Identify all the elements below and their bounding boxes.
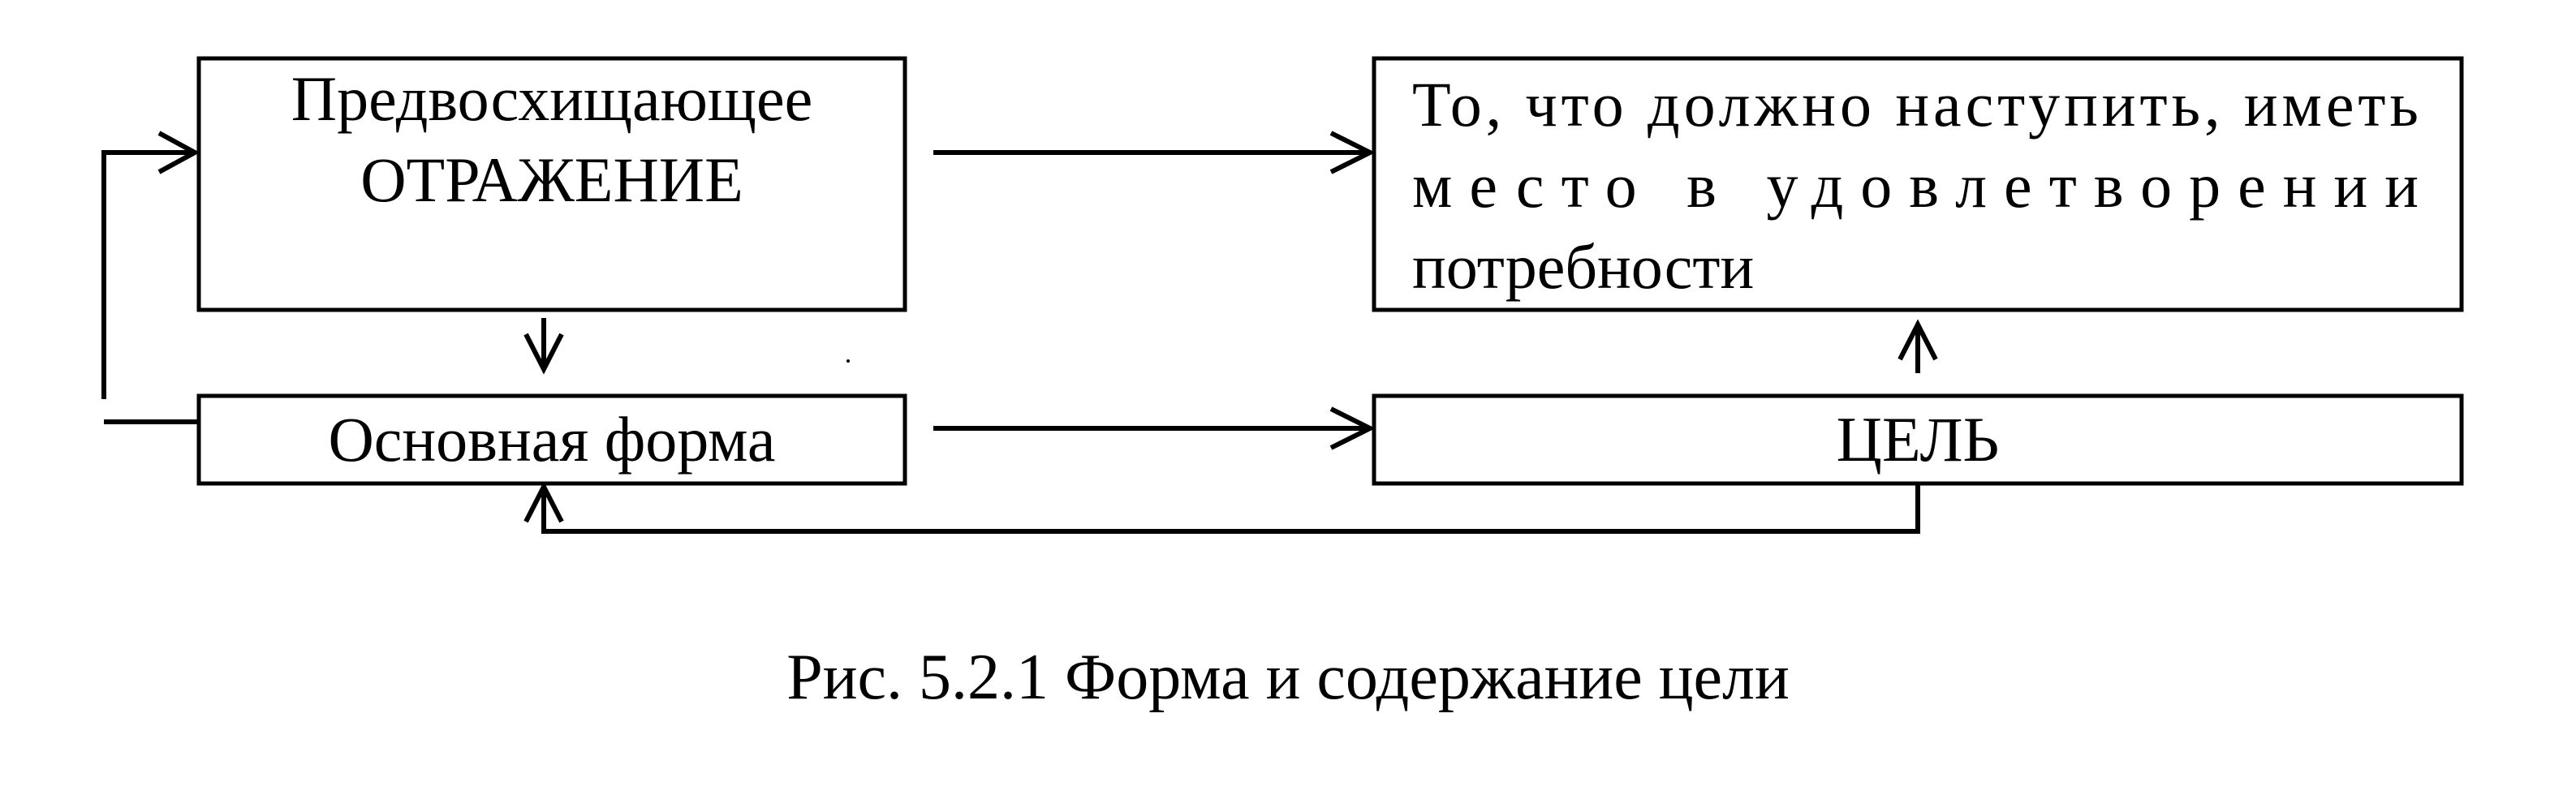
box-goal-label: ЦЕЛЬ — [1837, 404, 2000, 475]
box-basic-form: Основная форма — [196, 393, 907, 486]
box-need-satisfaction-line-2: место в удовлетворении — [1412, 150, 2419, 221]
box-basic-form-label: Основная форма — [328, 404, 775, 475]
scan-dot — [846, 359, 850, 363]
box-anticipatory-reflection-line-2: ОТРАЖЕНИЕ — [360, 144, 743, 215]
box-need-satisfaction-line-3: потребности — [1412, 231, 1754, 302]
arrow-goal-to-need — [1898, 319, 1938, 373]
arrow-goal-feedback-to-form — [523, 481, 1920, 534]
arrow-reflection-to-need — [933, 131, 1376, 174]
box-need-satisfaction: То, что должно наступить, иметь место в … — [1372, 56, 2464, 312]
box-anticipatory-reflection-line-1: Предвосхищающее — [291, 63, 812, 134]
arrow-form-to-goal — [933, 406, 1376, 450]
arrow-reflection-to-form — [523, 318, 564, 375]
arrow-left-loop-to-reflection — [101, 131, 200, 424]
box-anticipatory-reflection: Предвосхищающее ОТРАЖЕНИЕ — [196, 56, 907, 312]
figure-caption: Рис. 5.2.1 Форма и содержание цели — [786, 642, 1790, 713]
box-goal: ЦЕЛЬ — [1372, 393, 2464, 486]
box-need-satisfaction-line-1: То, что должно наступить, иметь — [1412, 69, 2419, 140]
